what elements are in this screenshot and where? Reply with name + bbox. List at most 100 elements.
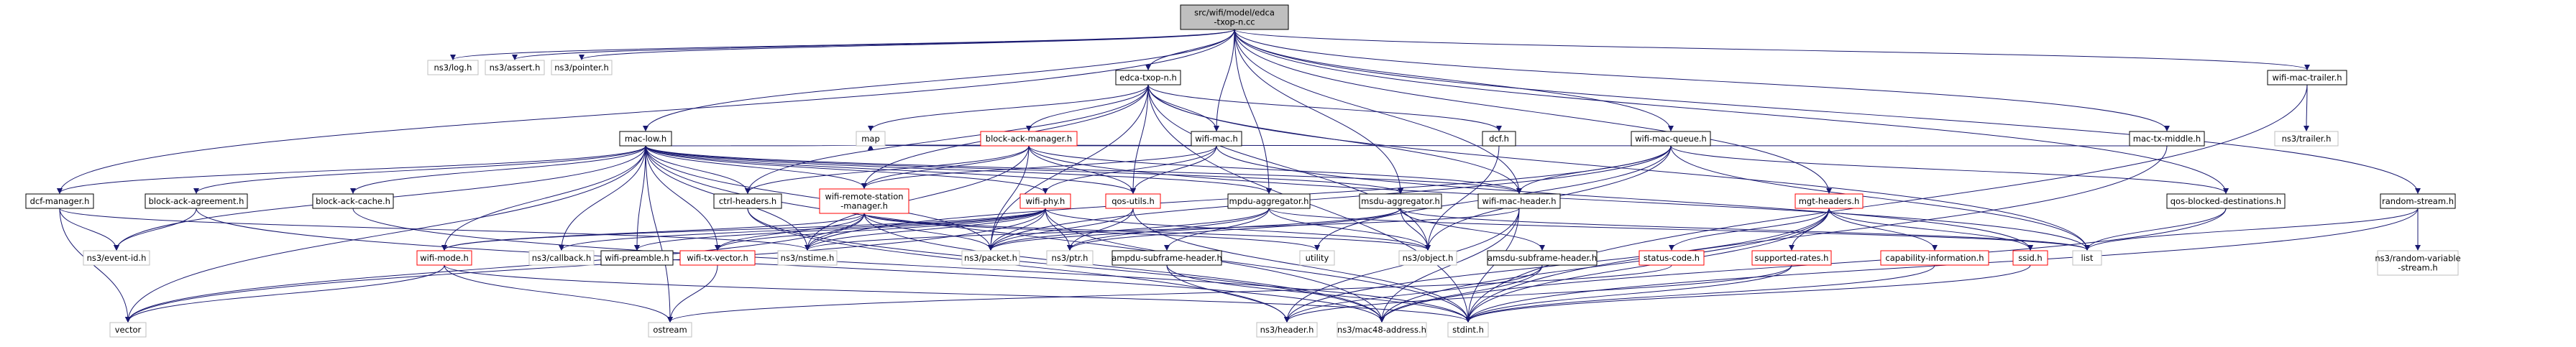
node-supportedrates[interactable]: supported-rates.h (1751, 250, 1832, 266)
node-mgtheaders[interactable]: mgt-headers.h (1795, 193, 1864, 209)
node-statuscode[interactable]: status-code.h (1638, 250, 1705, 266)
edge-supportedrates-to-stdint (1465, 264, 1792, 323)
node-wifiphy[interactable]: wifi-phy.h (1019, 193, 1071, 209)
node-label: mac-tx-middle.h (2133, 134, 2201, 144)
edge-maclow-to-map (645, 144, 872, 151)
node-pointer: ns3/pointer.h (551, 60, 613, 75)
node-dcfmanager[interactable]: dcf-manager.h (25, 193, 94, 209)
node-label: ostream (653, 325, 687, 335)
node-qosutils[interactable]: qos-utils.h (1105, 193, 1161, 209)
node-box (1299, 250, 1335, 266)
node-label: status-code.h (1644, 253, 1700, 263)
edge-root-to-dcfmanager (57, 29, 1235, 194)
node-ampdusub[interactable]: ampdu-subframe-header.h (1111, 250, 1222, 266)
edge-blockackmgr-to-packet (988, 145, 1030, 251)
node-ctrlheaders[interactable]: ctrl-headers.h (713, 193, 782, 209)
node-label: amsdu-subframe-header.h (1488, 253, 1597, 263)
edge-root-to-mactxmiddle (1234, 29, 2170, 131)
node-mpduagg[interactable]: mpdu-aggregator.h (1227, 193, 1311, 209)
node-blockackmgr[interactable]: block-ack-manager.h (980, 131, 1078, 147)
edge-wifimacqueue-to-list (1670, 145, 2090, 251)
node-box (1487, 250, 1598, 266)
node-box (713, 193, 782, 209)
node-wifimacqueue[interactable]: wifi-mac-queue.h (1631, 131, 1711, 147)
edge-edcatxop-to-wifimacheader (1147, 84, 1522, 194)
node-mactxmiddle[interactable]: mac-tx-middle.h (2129, 131, 2205, 147)
node-assert: ns3/assert.h (485, 60, 545, 75)
node-label: mac-low.h (625, 134, 666, 144)
node-box (1180, 4, 1289, 30)
node-wifimach[interactable]: wifi-mac.h (1191, 131, 1242, 147)
node-dcfh[interactable]: dcf.h (1482, 131, 1516, 147)
node-ptr: ns3/ptr.h (1046, 250, 1094, 266)
node-label: msdu-aggregator.h (1361, 196, 1440, 206)
node-box (1115, 70, 1181, 85)
node-blockackcache[interactable]: block-ack-cache.h (312, 193, 394, 209)
node-ns3header: ns3/header.h (1256, 322, 1318, 338)
node-randomstream[interactable]: random-stream.h (2380, 193, 2456, 209)
node-wifimacheader[interactable]: wifi-mac-header.h (1477, 193, 1561, 209)
node-box (528, 250, 595, 266)
node-box (1105, 193, 1161, 209)
edge-blockackagreement-to-ns3eventid (114, 208, 197, 251)
node-amsdusub[interactable]: amsdu-subframe-header.h (1487, 250, 1598, 266)
edge-statuscode-to-ostream (667, 264, 1672, 323)
edge-maclow-to-msduagg (645, 145, 1403, 194)
edge-mpduagg-to-objecth (1268, 208, 1431, 251)
edge-wifimodeh-to-vector (125, 264, 445, 323)
node-label: supported-rates.h (1755, 253, 1829, 263)
node-list: list (2072, 250, 2102, 266)
edge-wifiphy-to-ptr (1045, 208, 1073, 251)
edge-edcatxop-to-qosutils (1130, 84, 1149, 194)
node-qosblocked[interactable]: qos-blocked-destinations.h (2166, 193, 2286, 209)
node-ssidh[interactable]: ssid.h (2012, 250, 2048, 266)
edge-wifiremote-to-packet (863, 213, 994, 251)
edge-maclow-to-dcfmanager (57, 145, 646, 194)
node-capinfo[interactable]: capability-information.h (1880, 250, 1989, 266)
edge-blockackmgr-to-wifiremote (861, 145, 1030, 189)
edge-wifimacqueue-to-wifimacheader (1516, 145, 1672, 194)
edge-wifimacqueue-to-qosblocked (1670, 145, 2229, 194)
edge-wifiphy-to-wifipreamble (634, 208, 1046, 251)
node-label: ns3/trailer.h (2282, 134, 2332, 144)
node-wifiremote[interactable]: wifi-remote-station-manager.h (819, 188, 909, 214)
edge-root-to-randomstream (1234, 29, 2421, 194)
node-box (2012, 250, 2048, 266)
edge-maclow-to-blockackagreement (193, 145, 646, 194)
node-wifitxvector[interactable]: wifi-tx-vector.h (679, 250, 756, 266)
node-vector: vector (109, 322, 147, 338)
node-ns3eventid: ns3/event-id.h (83, 250, 150, 266)
node-label: block-ack-agreement.h (149, 196, 244, 206)
node-box (2166, 193, 2286, 209)
node-box (1398, 250, 1457, 266)
node-box (1482, 131, 1516, 147)
node-label: ssid.h (2018, 253, 2042, 263)
edge-ssidh-to-stdint (1465, 264, 2031, 323)
node-ostream: ostream (648, 322, 692, 338)
node-root[interactable]: src/wifi/model/edca-txop-n.cc (1180, 4, 1289, 30)
node-label: ns3/random-variable (2375, 254, 2460, 264)
node-wifimodeh[interactable]: wifi-mode.h (416, 250, 472, 266)
node-ns3randomvar: ns3/random-variable-stream.h (2375, 250, 2461, 276)
edge-root-to-qosblocked (1234, 29, 2229, 194)
node-label: ns3/pointer.h (554, 63, 609, 73)
node-blockackagreement[interactable]: block-ack-agreement.h (145, 193, 248, 209)
node-wifipreamble[interactable]: wifi-preamble.h (600, 250, 674, 266)
node-box (145, 193, 248, 209)
node-box (1631, 131, 1711, 147)
node-label: src/wifi/model/edca (1194, 8, 1275, 18)
node-box (679, 250, 756, 266)
node-box (2129, 131, 2205, 147)
edge-amsdusub-to-ns3header (1284, 264, 1543, 323)
edge-maclow-to-mpduagg (645, 145, 1272, 194)
node-msduagg[interactable]: msdu-aggregator.h (1359, 193, 1442, 209)
node-edcatxop[interactable]: edca-txop-n.h (1115, 70, 1181, 85)
node-maclow[interactable]: mac-low.h (619, 131, 672, 147)
edge-mgtheaders-to-ssidh (1828, 208, 2033, 251)
node-box (1638, 250, 1705, 266)
node-box (551, 60, 613, 75)
node-wifimactrailer[interactable]: wifi-mac-trailer.h (2267, 70, 2347, 85)
node-box (1477, 193, 1561, 209)
node-label: wifi-mac-queue.h (1635, 134, 1707, 144)
edge-wifiphy-to-wifimodeh (441, 208, 1046, 251)
